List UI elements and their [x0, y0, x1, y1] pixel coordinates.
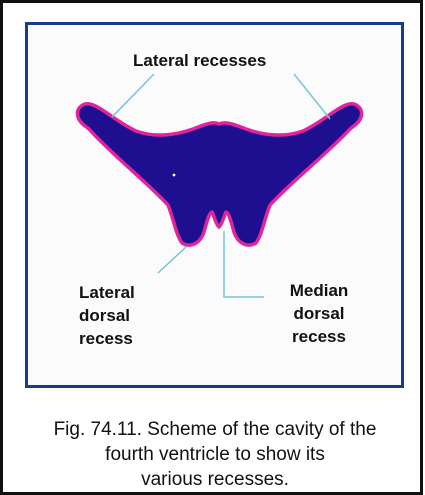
label-median-dorsal-line-3: recess: [264, 325, 374, 348]
label-lateral-dorsal-line-3: recess: [79, 327, 189, 350]
leader-line-lateral-recess-right: [294, 74, 330, 119]
label-lateral-dorsal-line-1: Lateral: [79, 281, 189, 304]
caption-line-3: various recesses.: [11, 467, 419, 492]
label-lateral-dorsal-line-2: dorsal: [79, 304, 189, 327]
caption-line-2: fourth ventricle to show its: [11, 442, 419, 467]
caption-line-1: Fig. 74.11. Scheme of the cavity of the: [11, 417, 419, 442]
leader-line-lateral-dorsal-recess: [158, 247, 186, 273]
label-median-dorsal-recess: Median dorsal recess: [264, 279, 374, 348]
fourth-ventricle-cavity: [77, 104, 361, 245]
cavity-speck: [173, 174, 176, 177]
figure-caption: Fig. 74.11. Scheme of the cavity of the …: [11, 417, 419, 492]
leader-line-lateral-recess-left: [112, 74, 154, 117]
label-median-dorsal-line-2: dorsal: [264, 302, 374, 325]
label-median-dorsal-line-1: Median: [264, 279, 374, 302]
figure-panel: Lateral recesses Lateral dorsal recess M…: [25, 22, 404, 388]
label-lateral-dorsal-recess: Lateral dorsal recess: [79, 281, 189, 350]
label-lateral-recesses: Lateral recesses: [133, 49, 266, 72]
